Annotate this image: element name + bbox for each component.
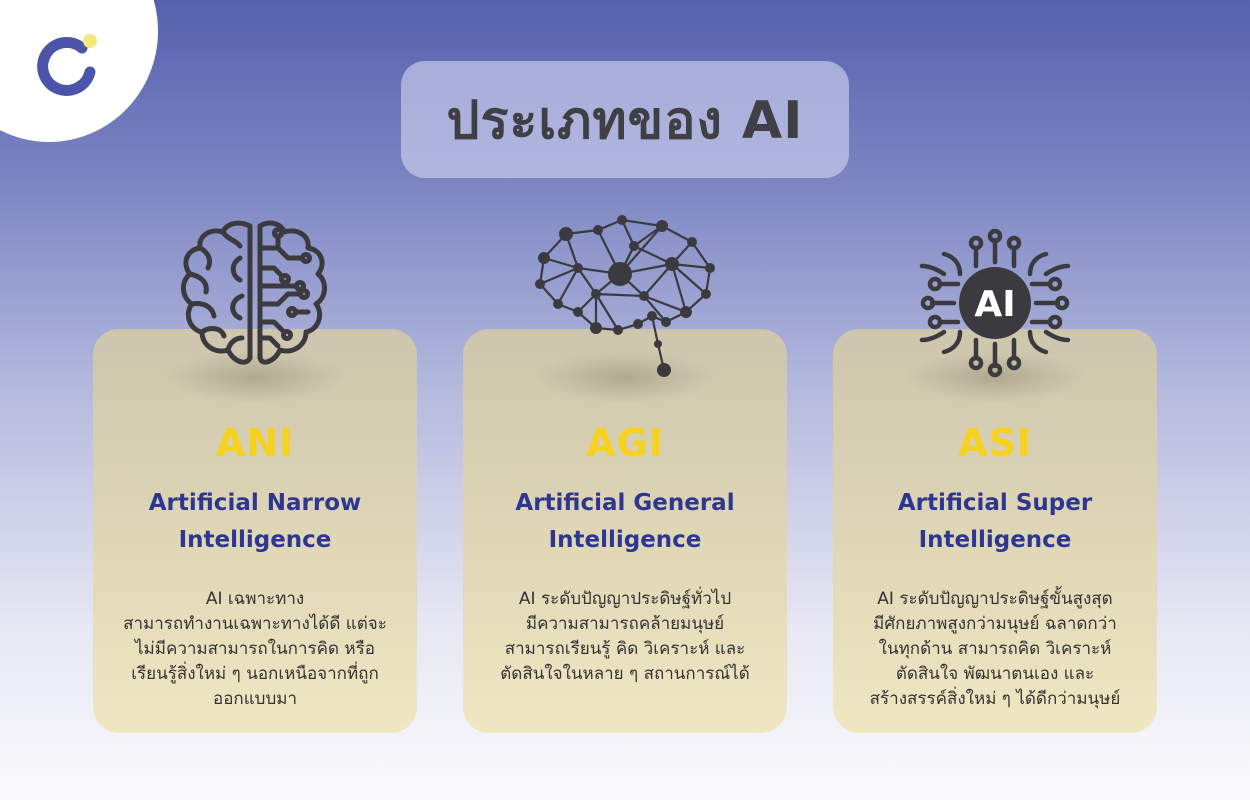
description-line: ในทุกด้าน สามารถคิด วิเคราะห์	[878, 639, 1112, 659]
brain-circuit-icon	[181, 220, 327, 365]
card-description: AI เฉพาะทาง สามารถทำงานเฉพาะทางได้ดี แต่…	[111, 587, 399, 712]
card-name-line: Artificial Narrow	[148, 490, 362, 516]
card-description: AI ระดับปัญญาประดิษฐ์ขั้นสูงสุด มีศักยภา…	[851, 587, 1139, 712]
card-name-line: Intelligence	[178, 527, 332, 553]
card-full-name: Artificial Narrow Intelligence	[123, 485, 387, 559]
icon-shadow	[533, 351, 717, 403]
title-banner: ประเภทของ AI	[401, 61, 849, 178]
description-line: AI เฉพาะทาง	[205, 589, 305, 609]
description-line: AI ระดับปัญญาประดิษฐ์ขั้นสูงสุด	[877, 589, 1113, 609]
card-name-line: Artificial General	[515, 490, 735, 516]
description-line: ตัดสินใจ พัฒนาตนเอง และ	[895, 664, 1095, 684]
card-asi: ASI Artificial Super Intelligence AI ระด…	[833, 329, 1157, 733]
ai-chip-label: AI	[974, 284, 1015, 325]
page-title: ประเภทของ AI	[446, 91, 804, 151]
card-full-name: Artificial General Intelligence	[493, 485, 757, 559]
description-line: สามารถทำงานเฉพาะทางได้ดี แต่จะ	[123, 614, 387, 634]
brand-logo-icon	[37, 34, 97, 96]
description-line: มีศักยภาพสูงกว่ามนุษย์ ฉลาดกว่า	[873, 614, 1117, 634]
description-line: ตัดสินใจในหลาย ๆ สถานการณ์ได้	[500, 664, 750, 684]
card-abbreviation: AGI	[586, 421, 664, 465]
card-abbreviation: ASI	[958, 421, 1032, 465]
neural-network-brain-icon	[535, 215, 715, 377]
card-abbreviation: ANI	[215, 421, 295, 465]
description-line: สามารถเรียนรู้ คิด วิเคราะห์ และ	[504, 639, 746, 659]
card-name-line: Intelligence	[918, 527, 1072, 553]
description-line: สร้างสรรค์สิ่งใหม่ ๆ ได้ดีกว่ามนุษย์	[869, 689, 1121, 709]
card-name-line: Intelligence	[548, 527, 702, 553]
description-line: เรียนรู้สิ่งใหม่ ๆ นอกเหนือจากที่ถูก	[131, 664, 379, 684]
card-full-name: Artificial Super Intelligence	[863, 485, 1127, 559]
card-ani: ANI Artificial Narrow Intelligence AI เฉ…	[93, 329, 417, 733]
icon-shadow	[163, 351, 347, 403]
description-line: ไม่มีความสามารถในการคิด หรือ	[135, 639, 375, 659]
description-line: ออกแบบมา	[212, 689, 297, 709]
description-line: มีความสามารถคล้ายมนุษย์	[525, 614, 725, 634]
ai-chip-icon: AI	[919, 228, 1071, 378]
card-description: AI ระดับปัญญาประดิษฐ์ทั่วไป มีความสามารถ…	[481, 587, 769, 687]
card-name-line: Artificial Super	[897, 490, 1093, 516]
card-agi: AGI Artificial General Intelligence AI ร…	[463, 329, 787, 733]
description-line: AI ระดับปัญญาประดิษฐ์ทั่วไป	[518, 589, 732, 609]
